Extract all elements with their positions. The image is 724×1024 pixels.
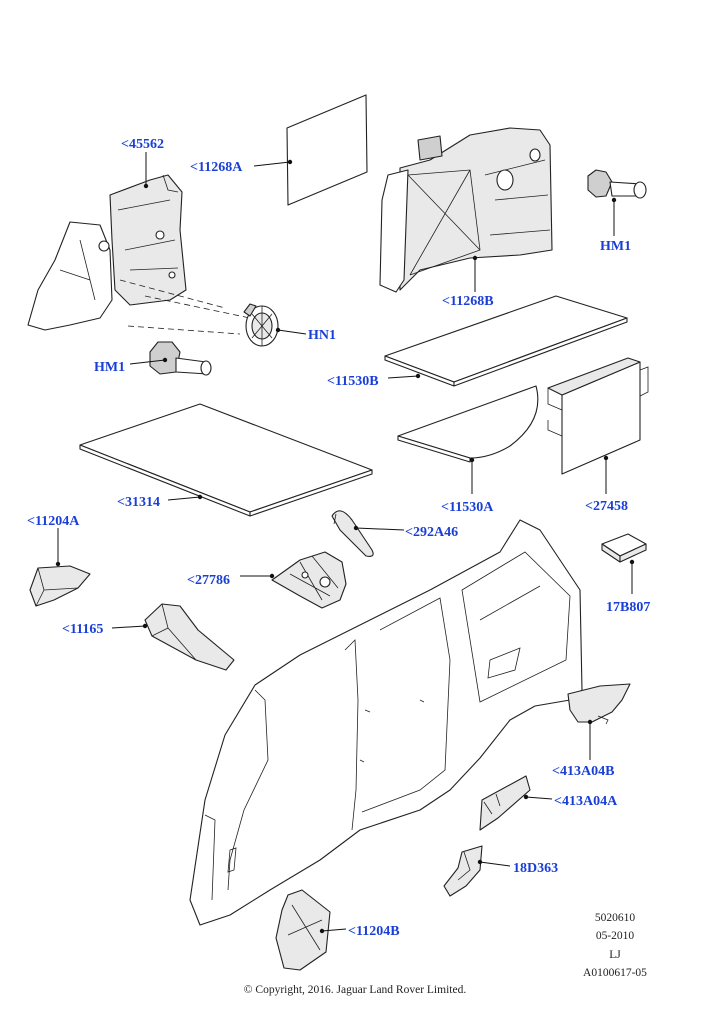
part-HN1-retainer	[243, 303, 279, 347]
drawing-initials: LJ	[609, 949, 621, 961]
label-27458[interactable]: <27458	[585, 499, 628, 514]
label-45562[interactable]: <45562	[121, 137, 164, 152]
part-17B807-pad	[601, 533, 647, 563]
part-27786-bracket	[271, 551, 347, 609]
label-HN1[interactable]: HN1	[308, 328, 336, 343]
label-292A46[interactable]: <292A46	[405, 525, 458, 540]
part-HM1-fastener-left	[149, 341, 212, 376]
label-HM1-right[interactable]: HM1	[600, 239, 631, 254]
part-292A46-cover	[331, 510, 374, 557]
label-11268A[interactable]: <11268A	[190, 160, 243, 175]
part-45562-inner-trim	[27, 174, 251, 335]
copyright-notice: © Copyright, 2016. Jaguar Land Rover Lim…	[244, 984, 467, 996]
part-HM1-fastener-right	[587, 169, 647, 199]
part-11530A-curved-board	[397, 385, 539, 463]
drawing-code: 5020610	[595, 912, 636, 924]
label-11530A[interactable]: <11530A	[441, 500, 494, 515]
leader-lines	[55, 152, 635, 934]
label-18D363[interactable]: 18D363	[513, 861, 558, 876]
part-labels: <45562 <11268A <11268B HM1 HN1 HM1 <1153…	[27, 137, 650, 939]
label-11165[interactable]: <11165	[62, 622, 103, 637]
part-413A04A-trim	[479, 775, 531, 831]
label-31314[interactable]: <31314	[117, 495, 160, 510]
part-413A04B-trim	[567, 683, 631, 725]
label-413A04B[interactable]: <413A04B	[552, 764, 614, 779]
part-11204B-trim	[275, 889, 331, 971]
label-11530B[interactable]: <11530B	[327, 374, 379, 389]
label-11204A[interactable]: <11204A	[27, 514, 80, 529]
part-27458-vertical-board	[547, 357, 649, 475]
drawing-metadata: 5020610 05-2010 LJ A0100617-05 © Copyrig…	[244, 912, 647, 996]
drawing-date: 05-2010	[596, 930, 635, 942]
label-HM1-left[interactable]: HM1	[94, 360, 125, 375]
part-11268B-side-trim	[379, 127, 553, 293]
drawing-reference: A0100617-05	[583, 967, 647, 979]
part-11204A-trim	[29, 565, 91, 607]
label-11204B[interactable]: <11204B	[348, 924, 400, 939]
part-11165-duct	[144, 603, 235, 671]
part-31314-floor-panel	[79, 403, 373, 517]
part-11530B-floor-board	[384, 295, 628, 387]
part-11268A-panel	[286, 94, 368, 206]
part-18D363-trim	[443, 845, 483, 897]
label-11268B[interactable]: <11268B	[442, 294, 494, 309]
label-27786[interactable]: <27786	[187, 573, 230, 588]
label-413A04A[interactable]: <413A04A	[554, 794, 618, 809]
label-17B807[interactable]: 17B807	[606, 600, 650, 615]
